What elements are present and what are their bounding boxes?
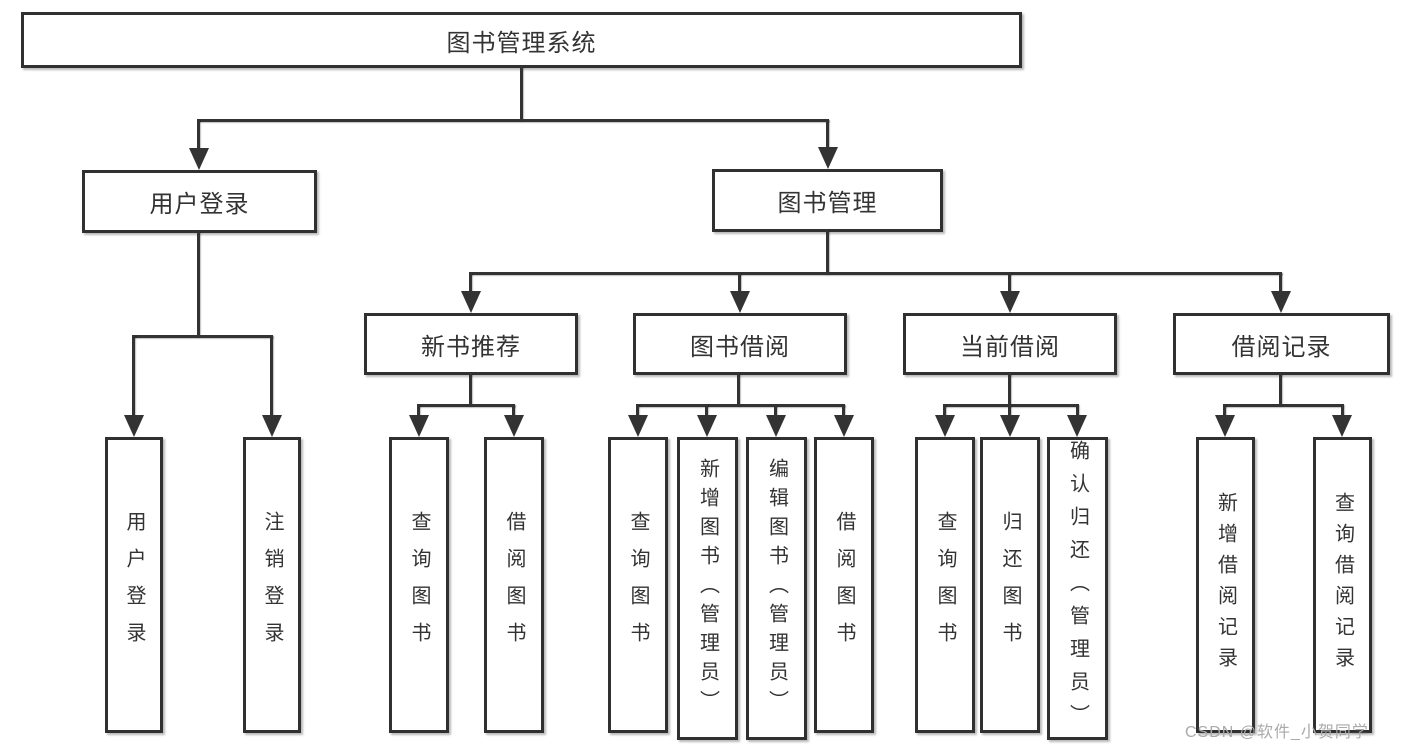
arrow-down-icon [262, 415, 282, 437]
connector-line [469, 373, 472, 406]
connector-line [1223, 404, 1226, 418]
arrow-down-icon [504, 415, 524, 437]
node-user-login-branch: 用户登录 [82, 170, 317, 233]
arrow-down-icon [730, 291, 750, 313]
connector-line [470, 272, 1282, 275]
leaf-borrow-book-1: 借阅图书 [484, 437, 544, 733]
connector-line [197, 119, 200, 150]
arrow-down-icon [935, 415, 955, 437]
leaf-borrow-book-2: 借阅图书 [814, 437, 874, 733]
connector-line [417, 404, 420, 418]
connector-line [826, 230, 829, 274]
arrow-down-icon [1000, 291, 1020, 313]
arrow-down-icon [834, 415, 854, 437]
leaf-edit-book-admin: 编辑图书（管理员） [746, 437, 807, 740]
arrow-down-icon [189, 148, 209, 170]
arrow-down-icon [697, 415, 717, 437]
node-book-borrowing: 图书借阅 [633, 313, 847, 375]
connector-line [1008, 404, 1011, 418]
node-borrowing-records: 借阅记录 [1173, 313, 1390, 375]
connector-line [842, 404, 845, 418]
connector-line [705, 404, 708, 418]
arrow-down-icon [766, 415, 786, 437]
connector-line [1008, 373, 1011, 406]
connector-line [270, 335, 273, 417]
arrow-down-icon [409, 415, 429, 437]
leaf-query-book-1: 查询图书 [389, 437, 449, 733]
leaf-add-borrow-record: 新增借阅记录 [1196, 437, 1255, 733]
arrow-down-icon [1271, 291, 1291, 313]
connector-line [469, 272, 472, 292]
connector-line [132, 335, 135, 417]
node-root: 图书管理系统 [21, 12, 1022, 68]
connector-line [1279, 373, 1282, 406]
leaf-user-login: 用户登录 [105, 437, 163, 733]
arrow-down-icon [124, 415, 144, 437]
arrow-down-icon [461, 291, 481, 313]
connector-line [198, 119, 829, 122]
connector-line [520, 66, 523, 121]
arrow-down-icon [628, 415, 648, 437]
connector-line [1224, 404, 1343, 407]
leaf-logout: 注销登录 [243, 437, 301, 733]
connector-line [133, 335, 273, 338]
node-book-management: 图书管理 [712, 169, 943, 232]
csdn-watermark: CSDN @软件_小贺同学 [1185, 724, 1369, 741]
connector-line [1279, 272, 1282, 292]
leaf-confirm-return-admin: 确认归还（管理员） [1047, 437, 1108, 740]
arrow-down-icon [818, 147, 838, 169]
connector-line [418, 404, 515, 407]
connector-line [1341, 404, 1344, 418]
arrow-down-icon [1067, 415, 1087, 437]
arrow-down-icon [1000, 415, 1020, 437]
connector-line [1076, 404, 1079, 418]
connector-line [636, 404, 639, 418]
leaf-query-book-3: 查询图书 [915, 437, 975, 733]
connector-line [826, 119, 829, 150]
arrow-down-icon [1332, 415, 1352, 437]
connector-line [512, 404, 515, 418]
connector-line [738, 272, 741, 292]
connector-line [197, 231, 200, 337]
arrow-down-icon [1215, 415, 1235, 437]
connector-line [1008, 272, 1011, 292]
node-new-book-recommend: 新书推荐 [364, 313, 578, 375]
leaf-return-book: 归还图书 [980, 437, 1040, 733]
leaf-query-book-2: 查询图书 [608, 437, 668, 733]
connector-line [944, 404, 1078, 407]
connector-line [737, 373, 740, 406]
leaf-add-book-admin: 新增图书（管理员） [677, 437, 738, 740]
node-current-borrowing: 当前借阅 [903, 313, 1117, 375]
connector-line [943, 404, 946, 418]
connector-line [637, 404, 845, 407]
connector-line [774, 404, 777, 418]
leaf-query-borrow-record: 查询借阅记录 [1313, 437, 1372, 733]
